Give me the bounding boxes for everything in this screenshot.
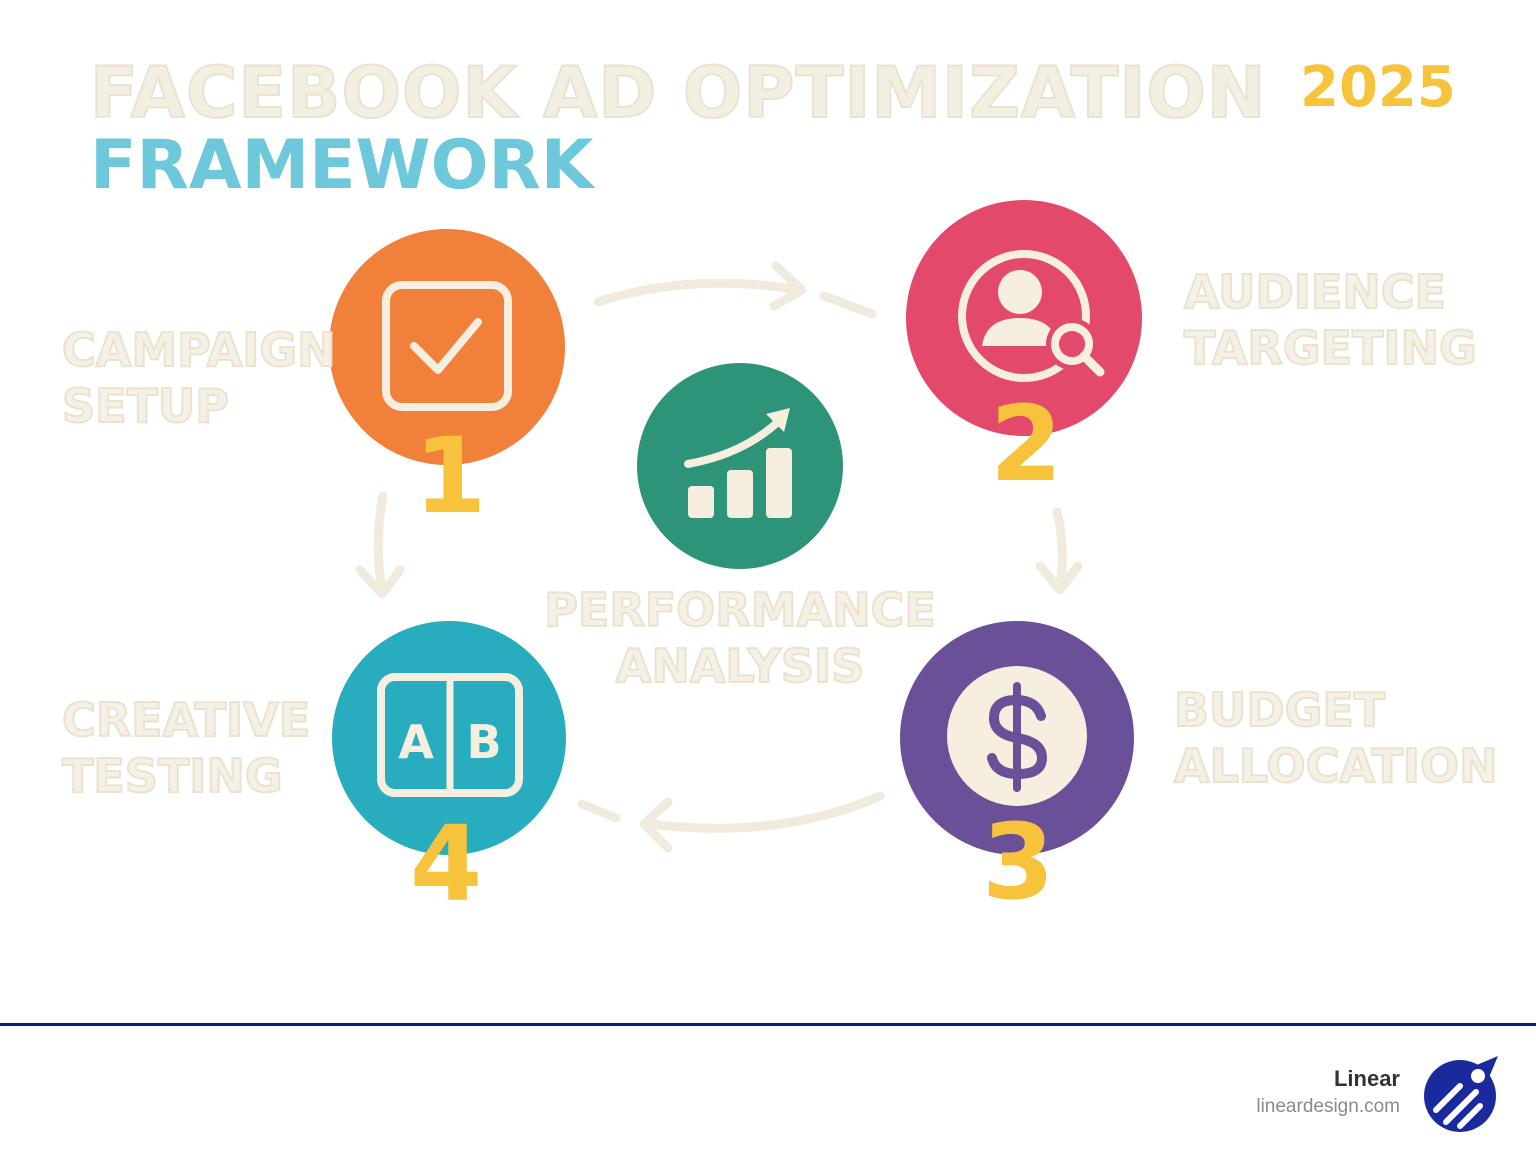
step-2-number: 2 xyxy=(990,383,1063,505)
brand-name: Linear xyxy=(1333,1066,1400,1091)
step-1-label-line1: CAMPAIGN xyxy=(61,322,337,378)
step-3-label: BUDGET ALLOCATION xyxy=(1173,682,1499,794)
step-1-label-line2: SETUP xyxy=(61,378,230,434)
step-4-number: 4 xyxy=(410,803,483,925)
step-4-label-line2: TESTING xyxy=(61,748,284,804)
step-1-node xyxy=(329,229,565,465)
step-1-number: 1 xyxy=(414,415,487,537)
step-3-node xyxy=(900,621,1134,855)
center-node xyxy=(637,363,843,569)
arrow-3-to-4 xyxy=(577,791,885,853)
arrow-4-to-1 xyxy=(355,491,405,599)
step-2-label-line2: TARGETING xyxy=(1183,320,1478,376)
arrow-1-to-2 xyxy=(593,261,877,319)
checkbox-icon xyxy=(382,281,512,411)
step-2-label-line1: AUDIENCE xyxy=(1183,264,1447,320)
step-3-number: 3 xyxy=(982,801,1055,923)
footer-divider xyxy=(0,1023,1536,1026)
user-search-icon xyxy=(958,250,1105,382)
step-1-label: CAMPAIGN SETUP xyxy=(61,322,337,434)
growth-chart-icon xyxy=(684,408,792,518)
center-label-line2: ANALYSIS xyxy=(615,638,866,694)
center-label: PERFORMANCE ANALYSIS xyxy=(540,582,940,694)
center-label-line1: PERFORMANCE xyxy=(543,582,937,638)
step-3-label-line1: BUDGET xyxy=(1173,682,1386,738)
step-4-label-line1: CREATIVE xyxy=(61,692,311,748)
arrow-2-to-3 xyxy=(1035,507,1083,595)
footer-brand: Linear lineardesign.com xyxy=(1256,1066,1400,1122)
step-2-node xyxy=(906,200,1142,436)
rocket-logo-icon xyxy=(1424,1056,1498,1132)
step-2-label: AUDIENCE TARGETING xyxy=(1183,264,1478,376)
svg-text:A: A xyxy=(398,715,434,769)
ab-test-icon: A B xyxy=(377,673,523,797)
step-4-label: CREATIVE TESTING xyxy=(61,692,311,804)
step-3-label-line2: ALLOCATION xyxy=(1173,738,1499,794)
cycle-diagram: A B xyxy=(329,200,1142,855)
svg-text:B: B xyxy=(466,715,501,769)
brand-site: lineardesign.com xyxy=(1256,1096,1400,1117)
step-4-node: A B xyxy=(332,621,566,855)
dollar-icon xyxy=(947,666,1087,806)
title-line-2: FRAMEWORK xyxy=(90,126,594,205)
title-line-1: FACEBOOK AD OPTIMIZATION xyxy=(89,52,1267,134)
year-label: 2025 xyxy=(1300,55,1456,120)
